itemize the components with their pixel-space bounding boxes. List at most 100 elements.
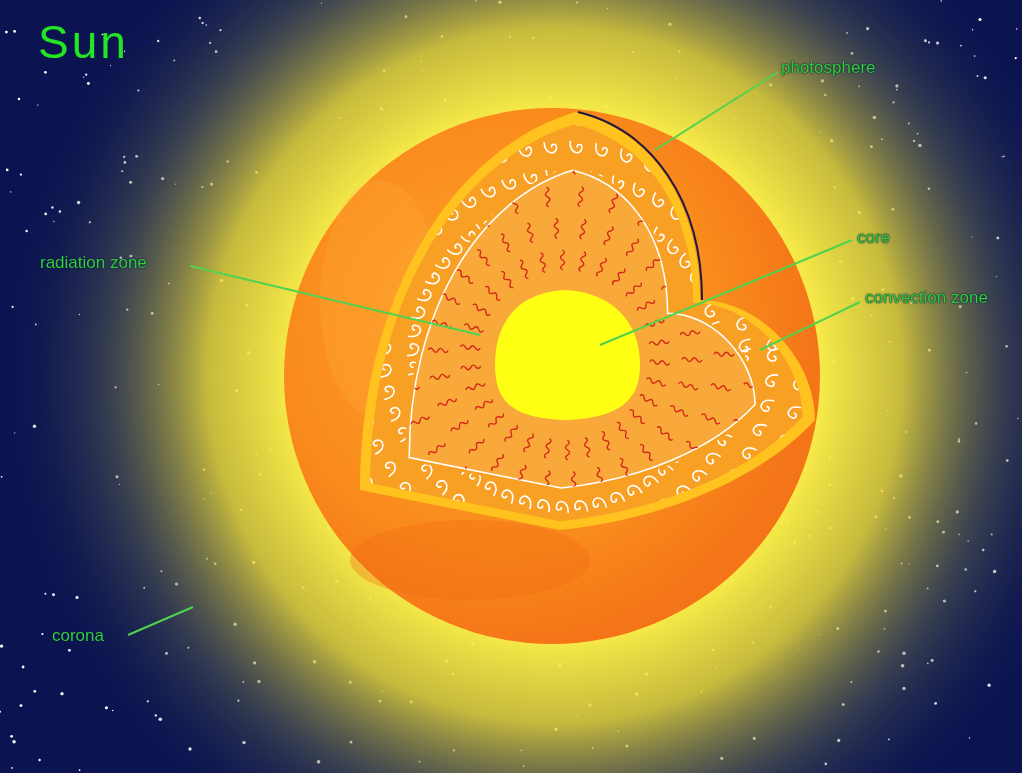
convection-loop bbox=[702, 161, 718, 177]
radiation-wave bbox=[743, 382, 763, 389]
convection-loop bbox=[502, 61, 516, 74]
convection-loop bbox=[677, 253, 693, 269]
convection-loop bbox=[750, 482, 766, 498]
convection-loop bbox=[331, 283, 345, 298]
radiation-wave bbox=[504, 424, 519, 443]
radiation-wave bbox=[399, 385, 419, 393]
radiation-wave bbox=[650, 360, 670, 366]
convection-loop bbox=[533, 527, 546, 540]
radiation-wave bbox=[710, 317, 730, 325]
convection-loop bbox=[445, 108, 461, 123]
convection-loop bbox=[382, 385, 396, 399]
radiation-wave bbox=[579, 503, 585, 523]
convection-loop bbox=[327, 397, 341, 411]
convection-loop bbox=[763, 140, 780, 157]
convection-loop bbox=[799, 240, 814, 256]
convection-loop bbox=[851, 333, 863, 346]
convection-loop bbox=[345, 451, 361, 467]
convection-loop bbox=[482, 630, 497, 644]
radiation-wave bbox=[663, 228, 679, 246]
convection-loop bbox=[334, 424, 349, 439]
radiation-wave bbox=[510, 194, 520, 214]
convection-loop bbox=[704, 199, 721, 216]
convection-loop bbox=[497, 576, 512, 590]
radiation-wave bbox=[610, 496, 620, 516]
convection-loop bbox=[407, 344, 419, 356]
radiation-wave bbox=[669, 405, 689, 417]
radiation-wave bbox=[714, 352, 734, 356]
convection-loop bbox=[434, 479, 451, 496]
convection-loop bbox=[604, 88, 618, 101]
convection-loop bbox=[346, 188, 362, 204]
radiation-wave bbox=[711, 383, 731, 391]
convection-loop bbox=[518, 495, 533, 509]
convection-loop bbox=[401, 257, 417, 273]
convection-loop bbox=[765, 374, 778, 387]
convection-loop bbox=[353, 316, 366, 330]
radiation-wave bbox=[596, 257, 607, 277]
convection-loop bbox=[267, 339, 279, 351]
convection-loop bbox=[493, 150, 508, 165]
convection-loop bbox=[638, 570, 653, 585]
part-label: core bbox=[857, 228, 890, 248]
convection-loop bbox=[749, 567, 766, 583]
radiation-wave bbox=[618, 457, 631, 477]
convection-loop bbox=[429, 578, 445, 594]
convection-loop bbox=[525, 582, 538, 595]
convection-loop bbox=[819, 302, 832, 316]
convection-loop bbox=[648, 596, 663, 611]
convection-loop bbox=[354, 517, 370, 534]
convection-loop bbox=[594, 143, 608, 156]
convection-loop bbox=[795, 336, 807, 349]
convection-loop bbox=[270, 302, 283, 316]
radiation-wave bbox=[595, 467, 604, 487]
convection-loop bbox=[815, 484, 831, 500]
convection-loop bbox=[323, 171, 339, 187]
convection-loop bbox=[712, 254, 728, 270]
radiation-wave bbox=[441, 293, 461, 305]
convection-loop bbox=[693, 120, 709, 136]
convection-loop bbox=[308, 434, 323, 449]
part-label: radiation zone bbox=[40, 253, 147, 273]
convection-loop bbox=[712, 525, 729, 541]
convection-loop bbox=[325, 311, 338, 325]
convection-loop bbox=[297, 307, 310, 321]
convection-loop bbox=[320, 463, 336, 479]
radiation-wave bbox=[715, 453, 734, 467]
radiation-wave bbox=[484, 285, 502, 301]
radiation-wave bbox=[468, 438, 485, 455]
convection-loop bbox=[513, 116, 527, 129]
radiation-wave bbox=[456, 269, 474, 284]
convection-loop bbox=[824, 349, 835, 361]
radiation-wave bbox=[437, 397, 457, 408]
convection-loop bbox=[537, 499, 550, 512]
radiation-wave bbox=[571, 472, 576, 492]
convection-loop bbox=[586, 612, 599, 625]
convection-loop bbox=[368, 205, 384, 221]
convection-loop bbox=[391, 277, 406, 293]
convection-loop bbox=[577, 528, 590, 541]
convection-loop bbox=[379, 364, 391, 377]
convection-loop bbox=[722, 274, 737, 290]
convection-loop bbox=[358, 290, 372, 305]
convection-loop bbox=[391, 221, 407, 237]
convection-loop bbox=[624, 633, 638, 647]
convection-loop bbox=[418, 538, 434, 554]
radiation-wave bbox=[490, 453, 504, 472]
convection-loop bbox=[417, 123, 433, 139]
convection-loop bbox=[456, 529, 472, 545]
radiation-wave bbox=[639, 443, 655, 461]
radiation-wave bbox=[628, 409, 646, 425]
convection-loop bbox=[413, 238, 429, 254]
radiation-wave bbox=[478, 208, 492, 227]
convection-loop bbox=[743, 201, 759, 217]
convection-loop bbox=[382, 460, 398, 476]
radiation-wave bbox=[370, 399, 390, 408]
convection-loop bbox=[387, 183, 404, 200]
convection-loop bbox=[693, 504, 710, 520]
convection-loop bbox=[415, 603, 431, 619]
convection-loop bbox=[295, 340, 307, 352]
radiation-wave bbox=[603, 226, 614, 246]
convection-loop bbox=[435, 255, 451, 271]
radiation-wave bbox=[611, 161, 620, 181]
